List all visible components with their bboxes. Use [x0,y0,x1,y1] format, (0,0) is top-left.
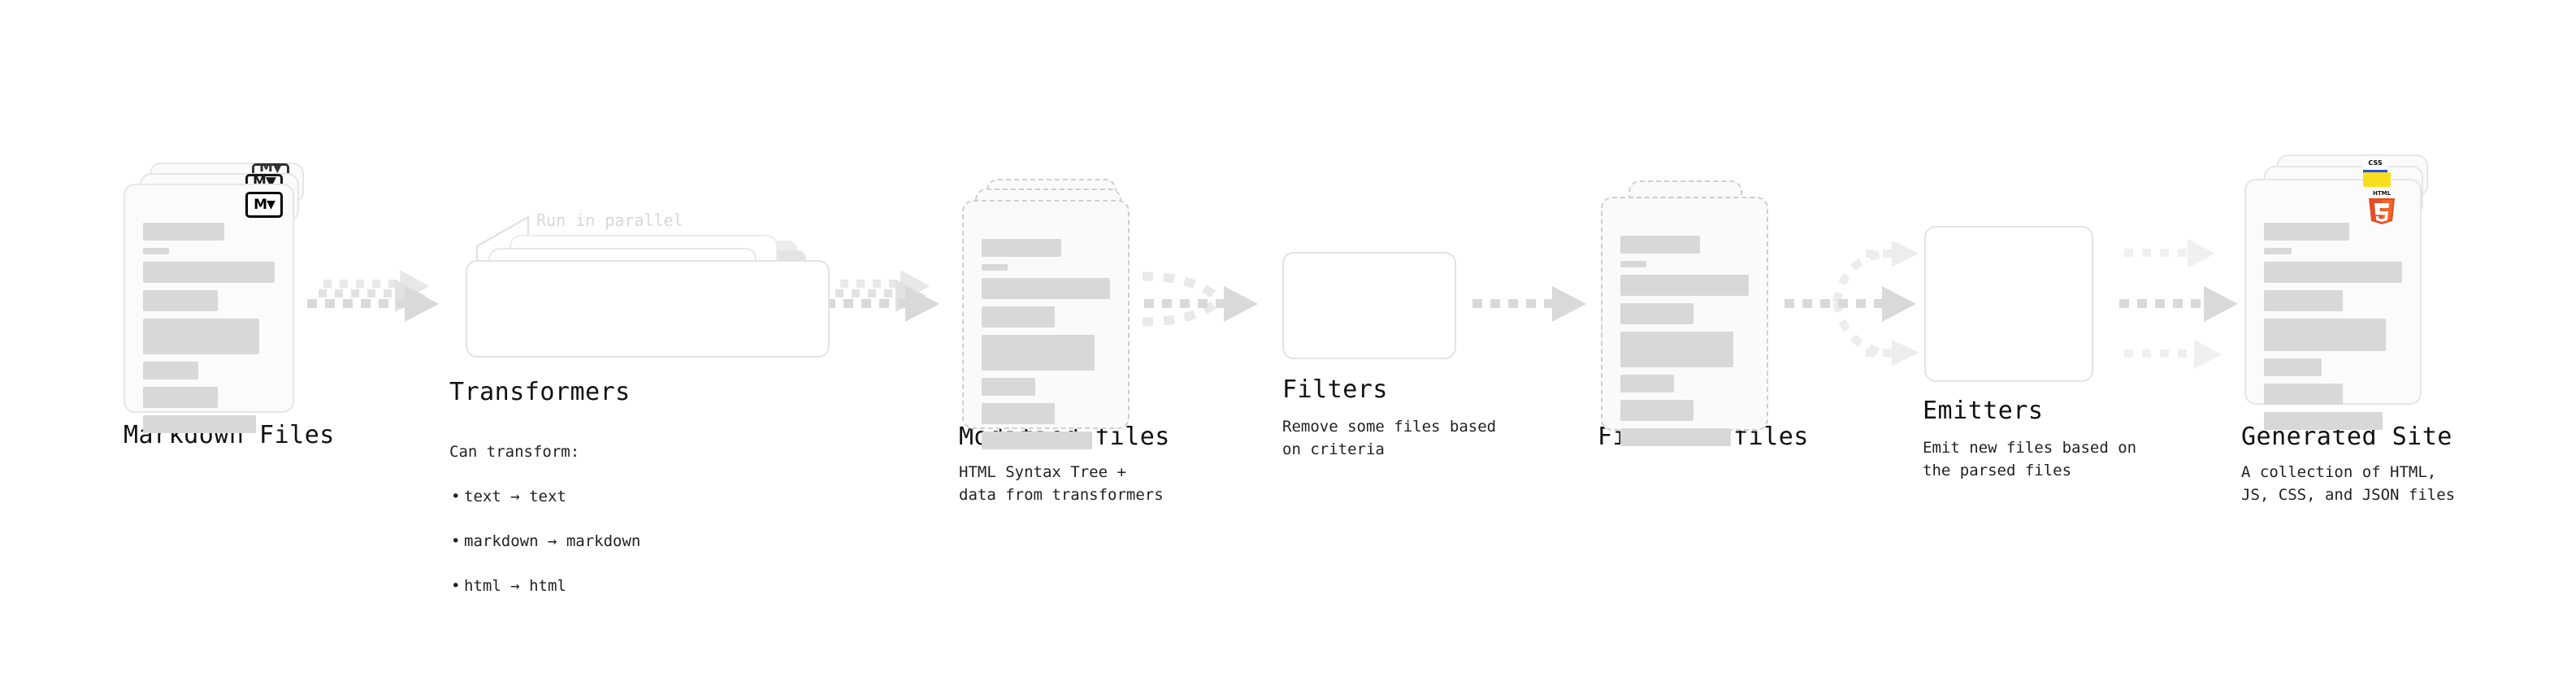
transformers-subtitle: Can transform: text → text markdown → ma… [449,419,640,620]
js-icon [2363,172,2391,187]
transformers-subtitle-heading: Can transform: [449,442,580,461]
svg-text:HTML: HTML [2373,190,2392,197]
transformers-box [466,260,830,358]
filtered-skeleton-bars [1620,236,1749,453]
transformers-bullet-1: markdown → markdown [449,531,640,553]
css-icon: CSS [2363,159,2387,173]
markdown-icon: M▼ [245,192,283,218]
markdown-icon-arrow: ▼ [267,198,275,211]
modified-card-front [962,200,1130,449]
filtered-files-stack [1599,179,1786,446]
css-icon-label: CSS [2368,159,2383,167]
transformers-bullet-2: html → html [449,575,640,598]
transformers-title: Transformers [449,378,631,406]
generated-site-stack: CSS HTML [2243,154,2438,430]
html5-icon: HTML [2366,189,2397,224]
emitters-subtitle: Emit new files based on the parsed files [1923,439,2137,479]
markdown-skeleton-bars [143,223,275,440]
markdown-card-front [124,184,294,433]
modified-files-subtitle: HTML Syntax Tree + data from transformer… [959,463,1164,504]
filters-subtitle: Remove some files based on criteria [1282,418,1497,458]
transformers-bullet-0: text → text [449,486,640,509]
filters-title: Filters [1282,375,1388,404]
transformers-group: Run in parallel Frontmatter Description [451,199,830,362]
emitters-title: Emitters [1923,397,2044,425]
filtered-card-front [1601,197,1768,446]
markdown-icon-letter: M [254,196,267,213]
site-skeleton-bars [2264,223,2402,437]
markdown-files-stack: M▼ M▼ M▼ [122,163,309,433]
generated-site-subtitle: A collection of HTML, JS, CSS, and JSON … [2241,463,2456,504]
run-in-parallel-annotation: Run in parallel [536,210,683,230]
modified-skeleton-bars [982,239,1110,457]
modified-files-stack [961,179,1147,449]
emitters-box [1924,226,2093,382]
filters-box [1282,252,1456,359]
